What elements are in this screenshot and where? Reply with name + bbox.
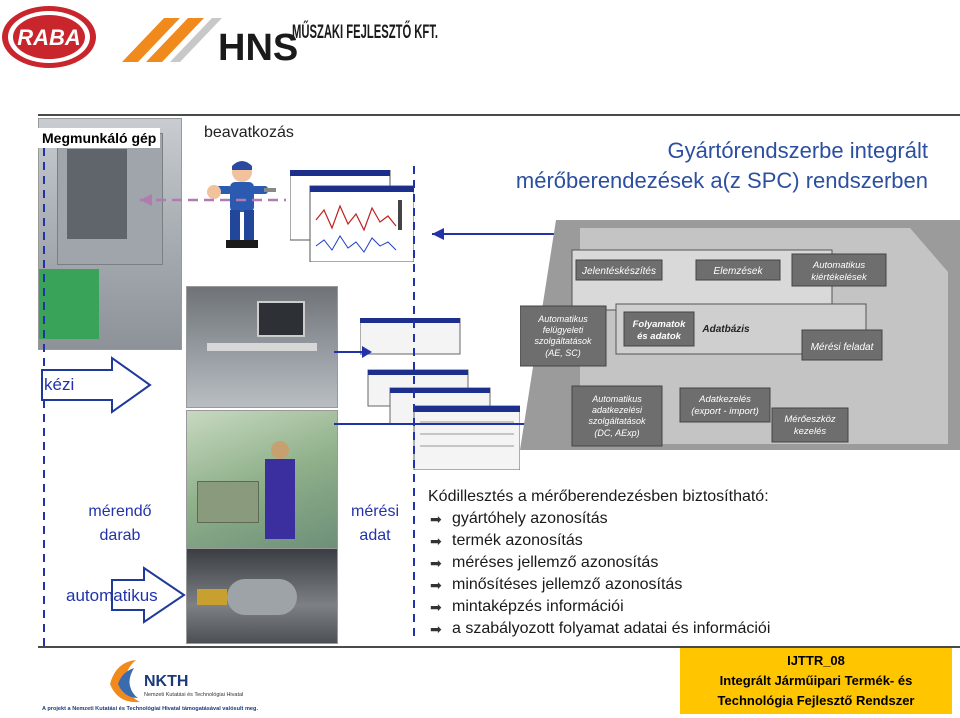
lab-photo (186, 286, 338, 408)
svg-text:Adatkezelés: Adatkezelés (698, 394, 751, 405)
machine-label: Megmunkáló gép (38, 128, 161, 148)
svg-text:Automatikus: Automatikus (591, 394, 642, 404)
intervention-label: beavatkozás (204, 124, 294, 141)
project-footer-box: IJTTR_08 Integrált Járműipari Termék- és… (680, 648, 952, 714)
arrow-bullet-icon: ➡ (430, 511, 442, 527)
manual-arrow: kézi (41, 356, 152, 414)
hns-logo-subtitle: MŰSZAKI FEJLESZTŐ KFT. (292, 21, 438, 43)
hns-logo: HNS MŰSZAKI FEJLESZTŐ KFT. (122, 18, 438, 69)
nkth-logo: NKTH Nemzeti Kutatási és Technológiai Hi… (42, 660, 258, 712)
nkth-logo-text: NKTH (144, 673, 188, 690)
cad-model-photo (186, 410, 338, 550)
raba-logo: RABA (2, 6, 96, 68)
svg-text:felügyeleti: felügyeleti (543, 325, 585, 335)
data-tables-icon (360, 318, 520, 470)
svg-text:(DC, AExp): (DC, AExp) (594, 428, 639, 438)
svg-text:Folyamatok: Folyamatok (633, 319, 687, 330)
measurement-data-label: mérési adat (340, 500, 410, 548)
svg-text:adatkezelési: adatkezelési (592, 405, 643, 415)
svg-text:Automatikus: Automatikus (812, 260, 866, 271)
measurement-label-line-1: mérési (350, 503, 399, 520)
code-mapping-list: Kódillesztés a mérőberendezésben biztosí… (428, 486, 858, 640)
part-label-line-1: mérendő (88, 503, 152, 520)
title-line-2: mérőberendezések a(z SPC) rendszerben (515, 168, 928, 193)
top-divider (38, 114, 960, 116)
automatic-arrow: automatikus (66, 566, 186, 624)
svg-text:kiértékelések: kiértékelések (811, 272, 868, 283)
list-item: ➡minősítéses jellemző azonosítás (428, 574, 858, 596)
page-title: Gyártórendszerbe integrált mérőberendezé… (400, 136, 928, 196)
measurement-label-line-2: adat (359, 527, 391, 544)
arrow-bullet-icon: ➡ (430, 599, 442, 615)
svg-text:Mérőeszköz: Mérőeszköz (784, 414, 835, 425)
svg-text:és adatok: és adatok (637, 331, 682, 342)
raba-logo-text: RABA (17, 25, 81, 50)
list-item: ➡méréses jellemző azonosítás (428, 552, 858, 574)
automatic-label: automatikus (66, 586, 158, 605)
arrow-bullet-icon: ➡ (430, 533, 442, 549)
arrow-bullet-icon: ➡ (430, 577, 442, 593)
spc-architecture-diagram: Jelentéskészítés Elemzések Automatikus k… (520, 220, 960, 450)
measuring-device-photo (186, 548, 338, 644)
box-measurement-task: Mérési feladat (811, 342, 875, 353)
nkth-logo-subtitle: Nemzeti Kutatási és Technológiai Hivatal (144, 692, 243, 698)
title-line-1: Gyártórendszerbe integrált (667, 138, 928, 163)
list-item: ➡termék azonosítás (428, 530, 858, 552)
box-reporting: Jelentéskészítés (581, 266, 656, 277)
arrow-bullet-icon: ➡ (430, 555, 442, 571)
part-label: mérendő darab (70, 500, 170, 548)
spc-chart-windows-icon (290, 170, 414, 262)
svg-text:Automatikus: Automatikus (537, 314, 588, 324)
worker-icon (207, 161, 276, 248)
bottom-divider (38, 646, 960, 648)
list-item: ➡a szabályozott folyamat adatai és infor… (428, 618, 858, 640)
nkth-funding-note: A projekt a Nemzeti Kutatási és Technoló… (42, 706, 258, 712)
svg-text:kezelés: kezelés (794, 426, 826, 437)
list-item: ➡gyártóhely azonosítás (428, 508, 858, 530)
part-label-line-2: darab (99, 527, 141, 544)
project-code: IJTTR_08 (787, 653, 845, 668)
code-mapping-heading: Kódillesztés a mérőberendezésben biztosí… (428, 488, 769, 505)
svg-text:(export - import): (export - import) (691, 406, 759, 417)
svg-text:szolgáltatások: szolgáltatások (588, 416, 646, 426)
project-name-line-2: Technológia Fejlesztő Rendszer (717, 693, 915, 708)
svg-text:(AE, SC): (AE, SC) (545, 348, 581, 358)
list-item: ➡mintaképzés információi (428, 596, 858, 618)
box-database: Adatbázis (701, 324, 750, 335)
arrow-bullet-icon: ➡ (430, 621, 442, 637)
hns-logo-text: HNS (218, 27, 298, 69)
manual-label: kézi (44, 375, 74, 394)
svg-text:szolgáltatások: szolgáltatások (534, 336, 592, 346)
project-name-line-1: Integrált Járműipari Termék- és (719, 673, 913, 688)
box-analysis: Elemzések (714, 266, 764, 277)
